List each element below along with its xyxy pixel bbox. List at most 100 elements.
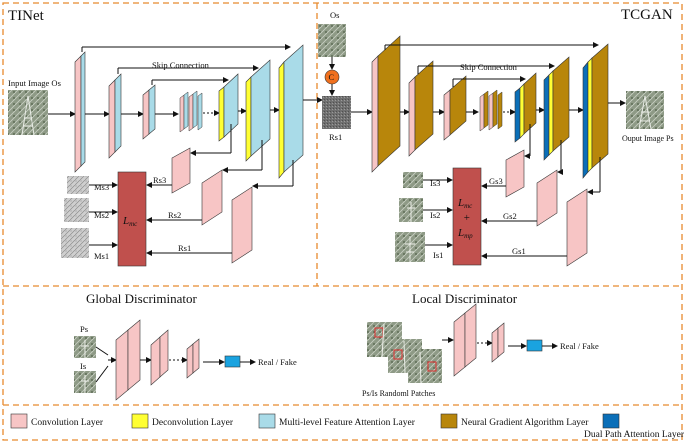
- local-discriminator-title: Local Discriminator: [412, 291, 518, 306]
- tcgan-conv-layer-2: [408, 76, 416, 157]
- legend-swatch-mfa: [258, 413, 276, 429]
- tinet-side-conv-3: [171, 147, 191, 194]
- tinet-mfa-layer-5: [250, 59, 271, 157]
- tcgan-deconv-layer-2: [548, 70, 554, 156]
- bridge: Os C Rs1: [318, 10, 373, 142]
- tcgan-loss-mp: Lmp: [457, 227, 473, 240]
- legend-label-dpa: Dual Path Attention Layer: [584, 430, 685, 440]
- gd-is-label: Is: [80, 361, 86, 371]
- tcgan-nga-layer-5: [552, 56, 570, 152]
- tinet-side-outputs: Rs3 Rs2 Rs1: [146, 124, 294, 264]
- is1-label: Is1: [433, 250, 443, 260]
- tinet-skip-label: Skip Connection: [152, 60, 210, 70]
- tcgan-nga-layer-6: [591, 43, 609, 169]
- tcgan-is-inputs: Is3 Is2 Is1: [395, 172, 453, 262]
- gd-real-fake-label: Real / Fake: [258, 357, 297, 367]
- tinet-mfa-layer-4: [223, 73, 239, 138]
- ld-patch-label: Ps/Is Randoml Patches: [362, 389, 435, 398]
- tcgan-side-conv-2: [536, 169, 558, 227]
- tinet-deconv-layer-3: [278, 61, 285, 179]
- tcgan-nga-layer-2: [414, 60, 434, 151]
- os-label: Os: [330, 10, 339, 20]
- tcgan-nga-layer-4: [523, 72, 537, 135]
- tcgan-dpa-layer-3: [582, 61, 589, 179]
- output-image-label: Ouput Image Ps: [622, 134, 674, 143]
- tinet-loss-symbol: Lmc: [122, 215, 138, 228]
- tcgan-side-conv-1: [566, 188, 588, 267]
- tinet-mask-inputs: Ms3 Ms2 Ms1: [61, 176, 118, 261]
- tcgan-network: Skip Connection Ouput Image Ps: [371, 35, 674, 267]
- tinet-side-conv-1: [231, 186, 253, 264]
- tinet-deconv-layer-2: [245, 76, 252, 162]
- concat-symbol: C: [329, 72, 335, 82]
- legend-swatch-dpa: [602, 413, 620, 429]
- ld-real-fake-label: Real / Fake: [560, 341, 599, 351]
- tinet-conv-layer-2: [108, 79, 116, 159]
- output-image-ps: [626, 91, 664, 130]
- rs1-image: [322, 96, 351, 129]
- gs1-label: Gs1: [512, 246, 526, 256]
- tinet-mfa-layer-2: [114, 73, 122, 153]
- rs2-label: Rs2: [168, 210, 181, 220]
- rs1-label: Rs1: [329, 132, 342, 142]
- legend: Convolution Layer Deconvolution Layer Mu…: [10, 413, 685, 440]
- ms3-label: Ms3: [94, 182, 109, 192]
- ms2-label: Ms2: [94, 210, 109, 220]
- rs3-label: Rs3: [153, 175, 166, 185]
- tcgan-deconv-layer-3: [587, 57, 593, 173]
- gd-output-node: [224, 355, 241, 368]
- legend-label-nga: Neural Gradient Algorithm Layer: [461, 418, 589, 428]
- tcgan-nga-layer-3: [449, 75, 467, 136]
- rs1-side-label: Rs1: [178, 243, 191, 253]
- is2-label: Is2: [430, 210, 440, 220]
- legend-swatch-nga: [440, 413, 458, 429]
- tinet-mfa-layer-1: [80, 51, 86, 167]
- tinet-mfa-layer-6: [283, 44, 304, 173]
- input-image-os: [8, 90, 48, 136]
- tcgan-title: TCGAN: [621, 7, 673, 23]
- tcgan-skip-connections: Skip Connection: [384, 42, 599, 87]
- tinet-title: TINet: [8, 8, 45, 24]
- tcgan-side-outputs: Gs3 Gs2 Gs1: [481, 124, 601, 267]
- gd-conv-layer-3: [186, 343, 194, 379]
- is3-label: Is3: [430, 178, 440, 188]
- tinet-deconv-layer-1: [218, 86, 225, 142]
- legend-label-mfa: Multi-level Feature Attention Layer: [279, 418, 416, 428]
- gd-conv-layer-1: [115, 329, 129, 401]
- global-discriminator: Ps Is Real / Fake: [74, 319, 297, 401]
- tcgan-dpa-layer-2: [543, 74, 550, 161]
- tcgan-side-conv-3: [505, 149, 525, 198]
- tcgan-deconv-layer-1: [519, 83, 525, 139]
- gs3-label: Gs3: [489, 176, 503, 186]
- os-image: [318, 24, 346, 57]
- legend-swatch-convolution: [10, 413, 28, 429]
- tinet-skip-connections: Skip Connection: [81, 44, 291, 85]
- legend-label-deconvolution: Deconvolution Layer: [152, 418, 234, 428]
- tcgan-nga-layer-1: [377, 35, 401, 167]
- tinet-network: Input Image Os Skip Connec: [8, 44, 323, 267]
- ms1-label: Ms1: [94, 251, 109, 261]
- tcgan-conv-layer-3: [443, 89, 451, 141]
- tinet-loss-box: [117, 171, 147, 267]
- gd-conv-layer-2: [150, 336, 161, 386]
- local-discriminator: Ps/Is Randoml Patches Real / Fake: [362, 303, 599, 398]
- ld-conv-layer-2: [491, 327, 499, 363]
- tinet-conv-layer-3: [142, 89, 150, 140]
- global-discriminator-title: Global Discriminator: [86, 291, 198, 306]
- tcgan-loss-mc: Lmc: [457, 197, 473, 210]
- gs2-label: Gs2: [503, 211, 517, 221]
- legend-swatch-deconvolution: [131, 413, 149, 429]
- ld-conv-layer-1: [453, 312, 466, 377]
- gd-ps-label: Ps: [80, 324, 88, 334]
- tinet-bottleneck-layers: [179, 90, 203, 133]
- tcgan-loss-box: [452, 167, 482, 266]
- tinet-conv-layer-1: [74, 55, 82, 173]
- tinet-mfa-layer-3: [148, 84, 156, 135]
- tcgan-loss-plus: +: [463, 212, 470, 224]
- tcgan-dpa-layer-1: [514, 87, 521, 143]
- tcgan-bottleneck-layers: [479, 89, 503, 132]
- ld-output-node: [526, 339, 543, 352]
- input-image-label: Input Image Os: [8, 78, 61, 88]
